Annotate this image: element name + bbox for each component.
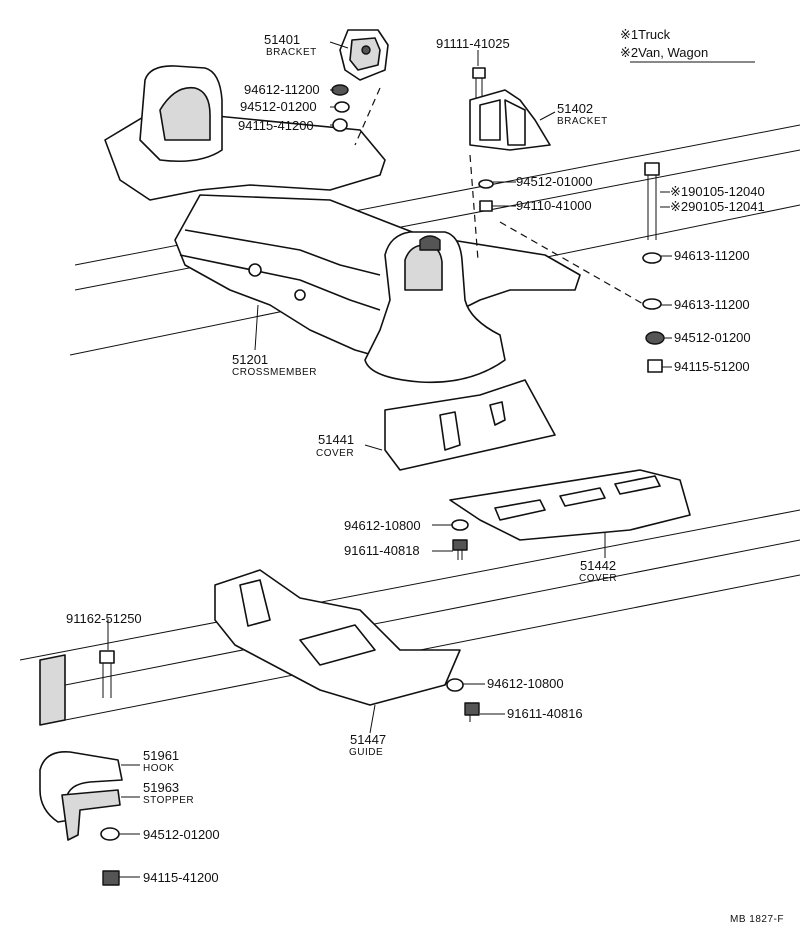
part-number-94613-11200-a: 94613-11200 xyxy=(674,248,750,263)
part-number-91611-40816: 91611-40816 xyxy=(507,706,583,721)
part-name-51961: HOOK xyxy=(143,763,174,774)
part-name-51447: GUIDE xyxy=(349,747,383,758)
part-name-51201: CROSSMEMBER xyxy=(232,367,317,378)
part-number-51963: 51963 xyxy=(143,780,179,795)
long-bolt-90105-drawing xyxy=(644,162,660,240)
part-number-91611-40818: 91611-40818 xyxy=(344,543,420,558)
part-number-94512-01200-bot: 94512-01200 xyxy=(143,827,220,842)
part-number-51442: 51442 xyxy=(580,558,616,573)
frame-rail-drawing xyxy=(39,654,66,726)
part-number-94512-01000: 94512-01000 xyxy=(516,174,593,189)
part-number-94613-11200-b: 94613-11200 xyxy=(674,297,750,312)
cover-51441-drawing xyxy=(384,379,556,471)
part-number-51447: 51447 xyxy=(350,732,386,747)
part-number-94512-01200-right: 94512-01200 xyxy=(674,330,751,345)
part-number-190105-12040: ※190105-12040 xyxy=(670,184,765,199)
part-name-51402: BRACKET xyxy=(557,116,608,127)
part-number-91162-51250: 91162-51250 xyxy=(66,611,142,626)
part-number-51402: 51402 xyxy=(557,101,593,116)
hook-stopper-drawing xyxy=(39,751,123,841)
legend-note-van-wagon: ※2Van, Wagon xyxy=(620,45,708,60)
part-number-51961: 51961 xyxy=(143,748,179,763)
part-number-94115-41200-bot: 94115-41200 xyxy=(143,870,219,885)
guide-51447-drawing xyxy=(214,569,461,706)
part-name-51963: STOPPER xyxy=(143,795,194,806)
part-number-51441: 51441 xyxy=(318,432,354,447)
legend-note-truck: ※1Truck xyxy=(620,27,671,42)
part-number-94110-41000: 94110-41000 xyxy=(516,198,592,213)
bracket-51401-drawing xyxy=(339,29,389,81)
cover-51442-drawing xyxy=(449,469,691,541)
part-name-51442: COVER xyxy=(579,573,617,584)
drawing-code: MB 1827-F xyxy=(730,914,784,925)
bracket-51402-drawing xyxy=(469,89,551,151)
bolt-91111-drawing xyxy=(472,67,486,100)
fasteners-drawing xyxy=(99,84,665,886)
part-name-51401: BRACKET xyxy=(266,47,317,58)
part-number-290105-12041: ※290105-12041 xyxy=(670,199,765,214)
part-number-51401: 51401 xyxy=(264,32,300,47)
part-number-51201: 51201 xyxy=(232,352,268,367)
part-number-94612-11200: 94612-11200 xyxy=(244,82,320,97)
part-number-94612-10800-mid: 94612-10800 xyxy=(344,518,421,533)
part-number-94115-41200-top: 94115-41200 xyxy=(238,118,314,133)
part-number-94512-01200-top: 94512-01200 xyxy=(240,99,317,114)
part-number-94612-10800-low: 94612-10800 xyxy=(487,676,564,691)
part-number-94115-51200: 94115-51200 xyxy=(674,359,750,374)
crossmember-drawing xyxy=(104,65,581,384)
part-name-51441: COVER xyxy=(316,448,354,459)
part-number-91111-41025: 91111-41025 xyxy=(436,36,510,51)
leader-lines xyxy=(107,41,755,878)
assembly-dashed-lines xyxy=(354,87,646,306)
